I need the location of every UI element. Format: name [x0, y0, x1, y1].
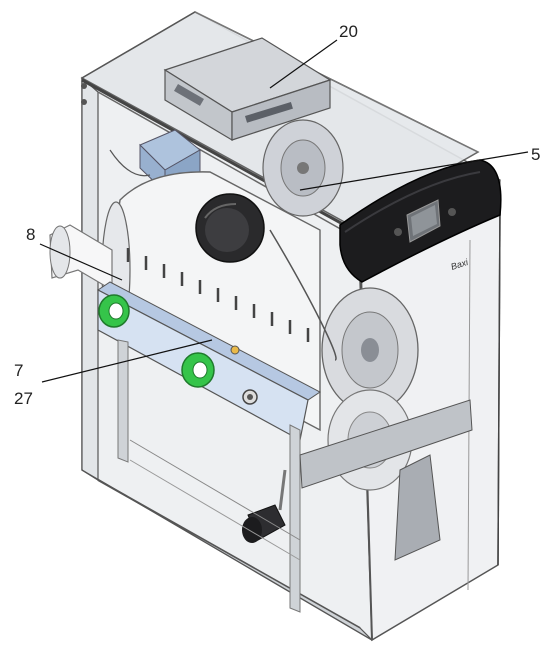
flue-outlet [195, 193, 265, 263]
panel-button-left [394, 228, 402, 236]
exchanger-fins [126, 248, 310, 342]
callout-8: 8 [26, 225, 35, 244]
wiring-loom [269, 229, 337, 361]
control-box [163, 37, 332, 142]
drain-fitting [242, 469, 287, 543]
leader-8 [39, 243, 123, 281]
leader-5 [299, 151, 529, 191]
callout-27: 27 [14, 389, 33, 408]
callout-20: 20 [339, 22, 358, 41]
leader-lines [39, 39, 529, 383]
callout-7: 7 [14, 361, 23, 380]
display-screen [406, 199, 441, 243]
mounting-bracket [299, 399, 473, 489]
control-panel: Baxi [339, 159, 502, 283]
green-port-upper [98, 294, 130, 328]
panel-button-right [448, 208, 456, 216]
green-port-lower [181, 352, 215, 388]
leader-7-27 [41, 339, 213, 383]
support-strut [394, 454, 441, 561]
inlet-pipe [49, 224, 113, 292]
callout-5: 5 [531, 145, 540, 164]
fan-housing [262, 119, 344, 217]
leader-20 [269, 39, 338, 89]
